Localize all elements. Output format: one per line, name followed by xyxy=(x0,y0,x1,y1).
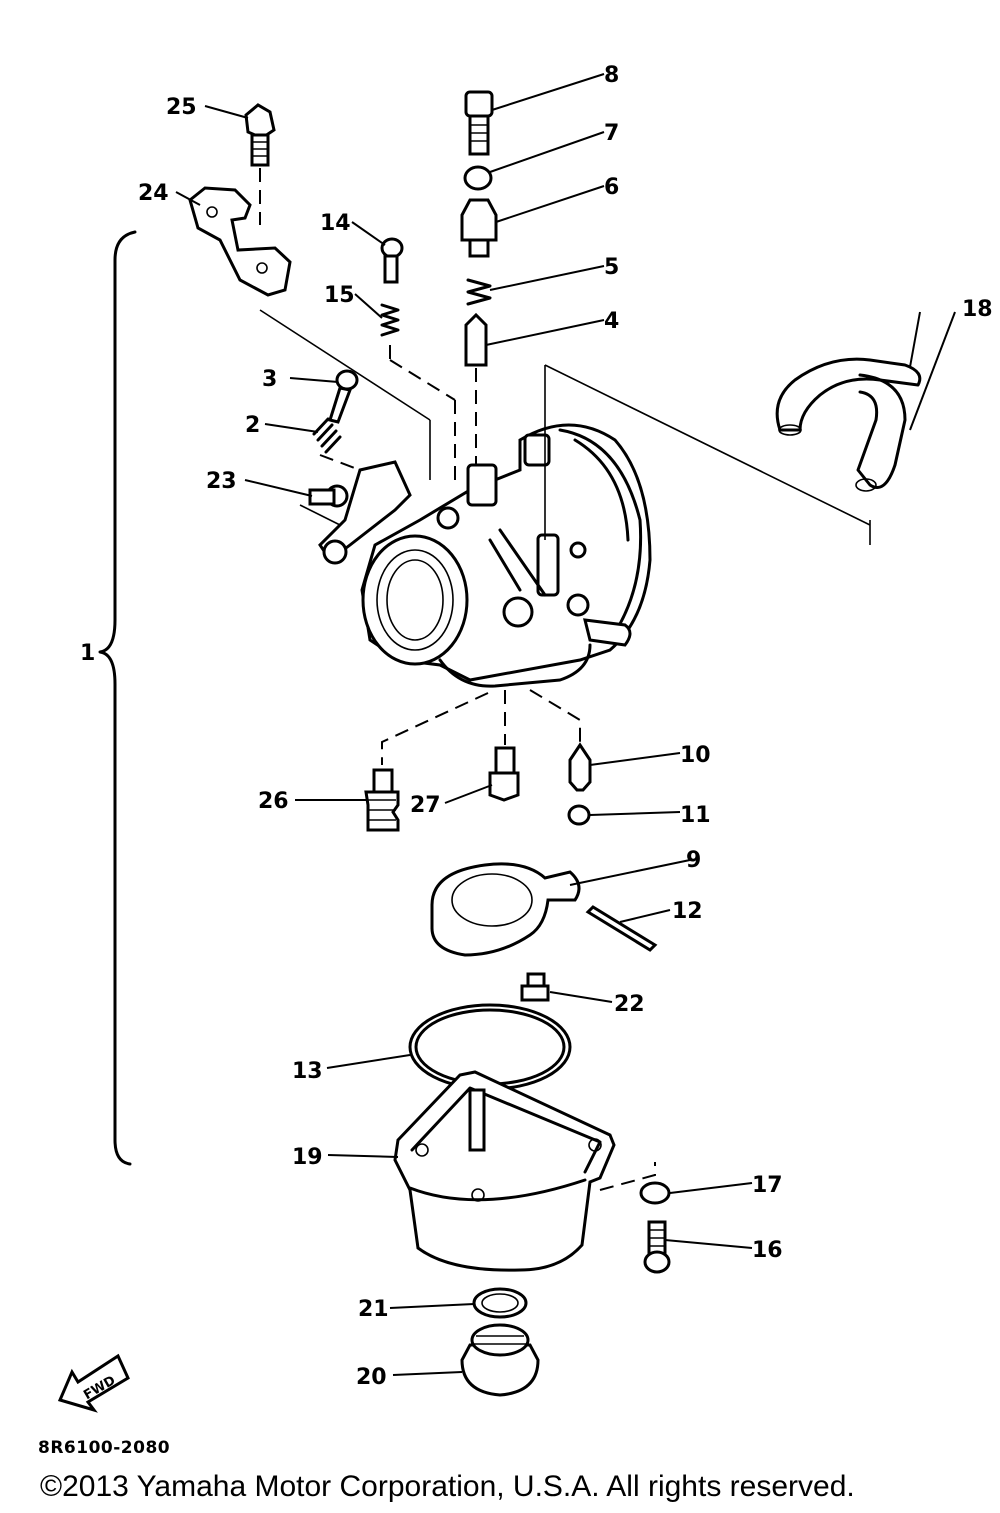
callout-10: 10 xyxy=(680,743,711,768)
part-25-bolt xyxy=(244,103,276,167)
part-14-screw xyxy=(380,237,404,284)
part-17-washer xyxy=(639,1181,671,1205)
callout-6: 6 xyxy=(604,175,619,200)
callout-24: 24 xyxy=(138,181,169,206)
part-23-screw xyxy=(308,484,349,508)
part-7-nut xyxy=(463,165,493,191)
callout-4: 4 xyxy=(604,309,619,334)
callout-5: 5 xyxy=(604,255,619,280)
callout-27: 27 xyxy=(410,793,441,818)
assembly-brace xyxy=(98,230,137,1166)
callout-20: 20 xyxy=(356,1365,387,1390)
callout-12: 12 xyxy=(672,899,703,924)
drawing-code: 8R6100-2080 xyxy=(38,1438,171,1458)
part-3-screw xyxy=(328,369,359,424)
part-19-float-bowl xyxy=(393,1070,616,1272)
part-16-screw xyxy=(643,1220,671,1274)
callout-19: 19 xyxy=(292,1145,323,1170)
part-21-o-ring xyxy=(472,1287,528,1319)
part-20-drain-plug xyxy=(460,1323,540,1397)
callout-7: 7 xyxy=(604,121,619,146)
part-10-needle-valve xyxy=(568,742,592,792)
callout-26: 26 xyxy=(258,789,289,814)
callout-9: 9 xyxy=(686,848,701,873)
callout-3: 3 xyxy=(262,367,277,392)
callout-16: 16 xyxy=(752,1238,783,1263)
copyright-notice: ©2013 Yamaha Motor Corporation, U.S.A. A… xyxy=(40,1470,855,1503)
part-6-adjuster xyxy=(460,198,498,258)
callout-11: 11 xyxy=(680,803,711,828)
part-26-main-jet xyxy=(364,768,400,832)
part-18-hoses xyxy=(775,357,922,492)
callout-22: 22 xyxy=(614,992,645,1017)
callout-labels: 1 2 3 4 5 6 7 8 9 10 11 12 13 14 15 16 1… xyxy=(80,63,993,1390)
callout-23: 23 xyxy=(206,469,237,494)
leader-lines xyxy=(175,73,956,1376)
callout-1: 1 xyxy=(80,641,95,666)
callout-25: 25 xyxy=(166,95,197,120)
part-27-pilot-jet xyxy=(488,746,520,802)
callout-18: 18 xyxy=(962,297,993,322)
part-24-bracket xyxy=(188,186,292,297)
part-15-spring xyxy=(380,303,400,337)
callout-8: 8 xyxy=(604,63,619,88)
callout-15: 15 xyxy=(324,283,355,308)
part-4-throttle-valve xyxy=(464,312,488,367)
part-2-spring xyxy=(312,417,342,454)
callout-13: 13 xyxy=(292,1059,323,1084)
part-9-float xyxy=(430,862,581,957)
part-11-clip xyxy=(567,804,591,826)
forward-arrow-icon: FWD xyxy=(57,1353,130,1413)
callout-2: 2 xyxy=(245,413,260,438)
part-8-screw xyxy=(464,90,494,156)
carburetor-body xyxy=(318,423,652,688)
callout-21: 21 xyxy=(358,1297,389,1322)
part-13-gasket xyxy=(408,1003,572,1091)
part-22-jet xyxy=(520,972,550,1002)
part-12-pin xyxy=(585,905,658,952)
part-5-spring xyxy=(466,278,492,306)
callout-17: 17 xyxy=(752,1173,783,1198)
callout-14: 14 xyxy=(320,211,351,236)
